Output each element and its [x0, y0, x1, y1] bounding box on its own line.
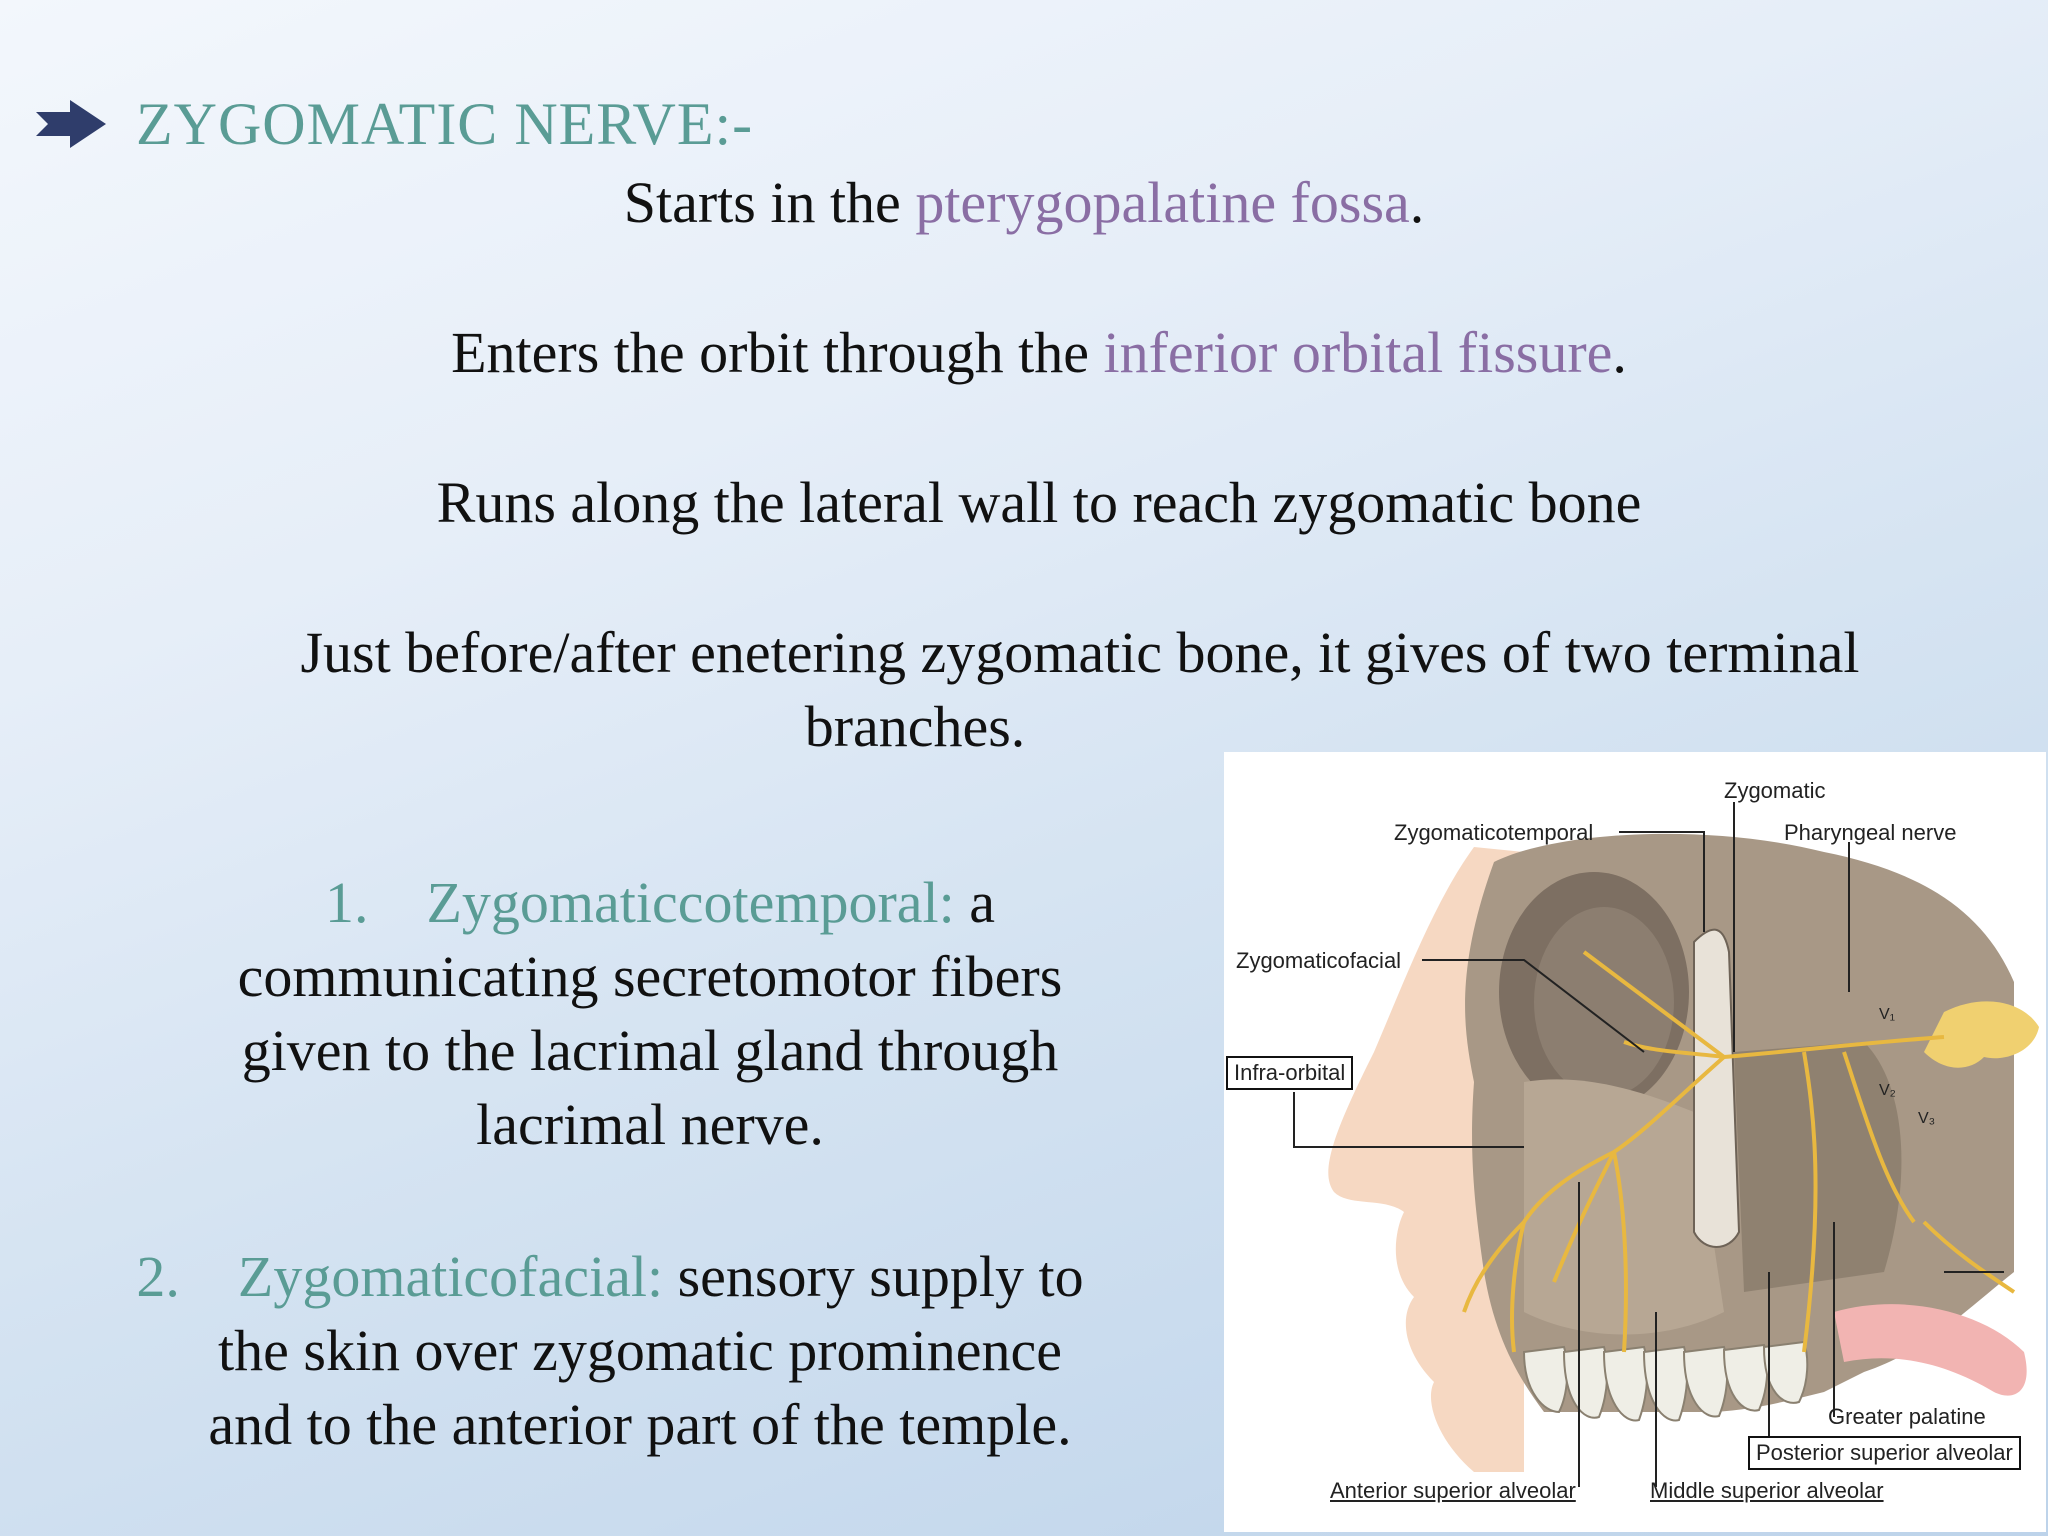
- line-1-highlight: pterygopalatine fossa: [915, 170, 1410, 235]
- label-middle-superior-alveolar: Middle superior alveolar: [1650, 1478, 1884, 1503]
- list-item-1-number: 1.: [324, 870, 369, 935]
- list-item-1-term: Zygomaticcotemporal:: [426, 870, 955, 935]
- line-2-text: Enters the orbit through the: [451, 320, 1104, 385]
- anatomy-figure: Zygomatic Zygomaticotemporal Pharyngeal …: [1224, 752, 2046, 1532]
- line-4: Just before/after enetering zygomatic bo…: [160, 616, 2000, 764]
- line-4-a: Just before/after enetering zygomatic bo…: [300, 620, 1860, 685]
- label-zygomaticotemporal: Zygomaticotemporal: [1394, 820, 1594, 845]
- list-item-2-line-3: and to the anterior part of the temple.: [208, 1392, 1072, 1457]
- label-greater-palatine: Greater palatine: [1828, 1404, 1986, 1429]
- line-2-end: .: [1612, 320, 1627, 385]
- list-item-2-term: Zygomaticofacial:: [237, 1244, 664, 1309]
- list-item-1-first-line: 1. Zygomaticcotemporal: a: [150, 866, 1150, 940]
- label-v2: V₂: [1879, 1082, 1896, 1099]
- list-item-2-text: sensory supply to: [663, 1244, 1084, 1309]
- list-item-2-first-line: 2. Zygomaticofacial: sensory supply to: [30, 1240, 1190, 1314]
- list-item-1-line-3: given to the lacrimal gland through: [241, 1018, 1059, 1083]
- label-v3: V₃: [1918, 1110, 1936, 1127]
- label-posterior-superior-alveolar: Posterior superior alveolar: [1748, 1436, 2021, 1470]
- list-item-1-line-2: communicating secretomotor fibers: [237, 944, 1063, 1009]
- label-v1: V₁: [1879, 1006, 1896, 1023]
- list-item-1: 1. Zygomaticcotemporal: a communicating …: [150, 866, 1150, 1162]
- list-item-2-number: 2.: [136, 1244, 180, 1309]
- label-infra-orbital: Infra-orbital: [1226, 1056, 1354, 1090]
- line-1: Starts in the pterygopalatine fossa.: [0, 166, 2048, 240]
- label-pharyngeal-nerve: Pharyngeal nerve: [1784, 820, 1957, 845]
- label-zygomaticofacial: Zygomaticofacial: [1236, 948, 1402, 973]
- skull-nerve-illustration: [1293, 802, 2039, 1487]
- slide-title: ZYGOMATIC NERVE:-: [136, 90, 754, 157]
- list-item-2-line-2: the skin over zygomatic prominence: [218, 1318, 1062, 1383]
- list-item-2: 2. Zygomaticofacial: sensory supply to t…: [90, 1240, 1190, 1462]
- label-anterior-superior-alveolar: Anterior superior alveolar: [1330, 1478, 1576, 1503]
- list-item-1-text: a: [954, 870, 995, 935]
- title-row: ZYGOMATIC NERVE:-: [36, 84, 753, 164]
- line-2: Enters the orbit through the inferior or…: [0, 316, 2048, 390]
- line-4-b: branches.: [804, 694, 1026, 759]
- line-3: Runs along the lateral wall to reach zyg…: [436, 470, 1642, 535]
- list-item-1-line-4: lacrimal nerve.: [476, 1092, 824, 1157]
- line-2-highlight: inferior orbital fissure: [1103, 320, 1613, 385]
- label-zygomatic: Zygomatic: [1724, 778, 1826, 803]
- arrow-bullet-icon: [36, 100, 106, 148]
- line-1-text: Starts in the: [623, 170, 916, 235]
- line-1-end: .: [1409, 170, 1425, 235]
